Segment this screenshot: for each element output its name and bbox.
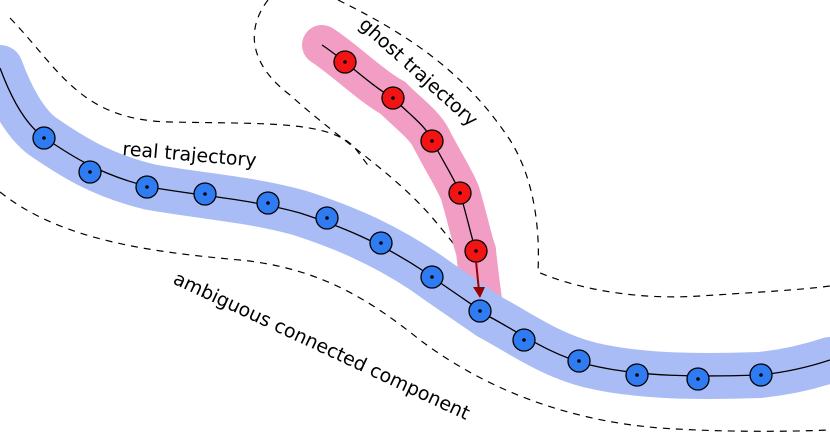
ghost-point bbox=[420, 129, 444, 153]
real-point bbox=[32, 126, 56, 150]
point-center-dot bbox=[430, 275, 434, 279]
ghost-point bbox=[333, 50, 357, 74]
real-point bbox=[567, 349, 591, 373]
point-center-dot bbox=[696, 377, 700, 381]
point-center-dot bbox=[522, 338, 526, 342]
real-point bbox=[420, 265, 444, 289]
real-point bbox=[369, 231, 393, 255]
component-boundary-upper bbox=[9, 17, 371, 169]
component-boundary-right bbox=[337, 0, 830, 298]
point-center-dot bbox=[42, 136, 46, 140]
real-point bbox=[686, 367, 710, 391]
point-center-dot bbox=[343, 60, 347, 64]
real-point bbox=[135, 175, 159, 199]
point-center-dot bbox=[88, 170, 92, 174]
real-trajectory-band-overlap bbox=[411, 253, 597, 388]
point-center-dot bbox=[635, 373, 639, 377]
point-center-dot bbox=[474, 249, 478, 253]
ghost-point bbox=[464, 239, 488, 263]
real-point bbox=[315, 206, 339, 230]
point-center-dot bbox=[379, 241, 383, 245]
point-center-dot bbox=[266, 201, 270, 205]
point-center-dot bbox=[478, 309, 482, 313]
real-point bbox=[256, 191, 280, 215]
component-boundary-ghost bbox=[253, 0, 501, 301]
point-center-dot bbox=[759, 373, 763, 377]
link-arrow bbox=[473, 260, 485, 298]
ghost-point bbox=[381, 86, 405, 110]
point-center-dot bbox=[203, 192, 207, 196]
real-point bbox=[78, 160, 102, 184]
ghost-point bbox=[448, 181, 472, 205]
real-point bbox=[193, 182, 217, 206]
real-point bbox=[749, 363, 773, 387]
real-point bbox=[625, 363, 649, 387]
point-center-dot bbox=[430, 139, 434, 143]
real-point bbox=[468, 299, 492, 323]
real-point bbox=[512, 328, 536, 352]
point-center-dot bbox=[577, 359, 581, 363]
point-center-dot bbox=[458, 191, 462, 195]
point-center-dot bbox=[145, 185, 149, 189]
point-center-dot bbox=[391, 96, 395, 100]
arrow-down-icon bbox=[473, 287, 485, 298]
point-center-dot bbox=[325, 216, 329, 220]
